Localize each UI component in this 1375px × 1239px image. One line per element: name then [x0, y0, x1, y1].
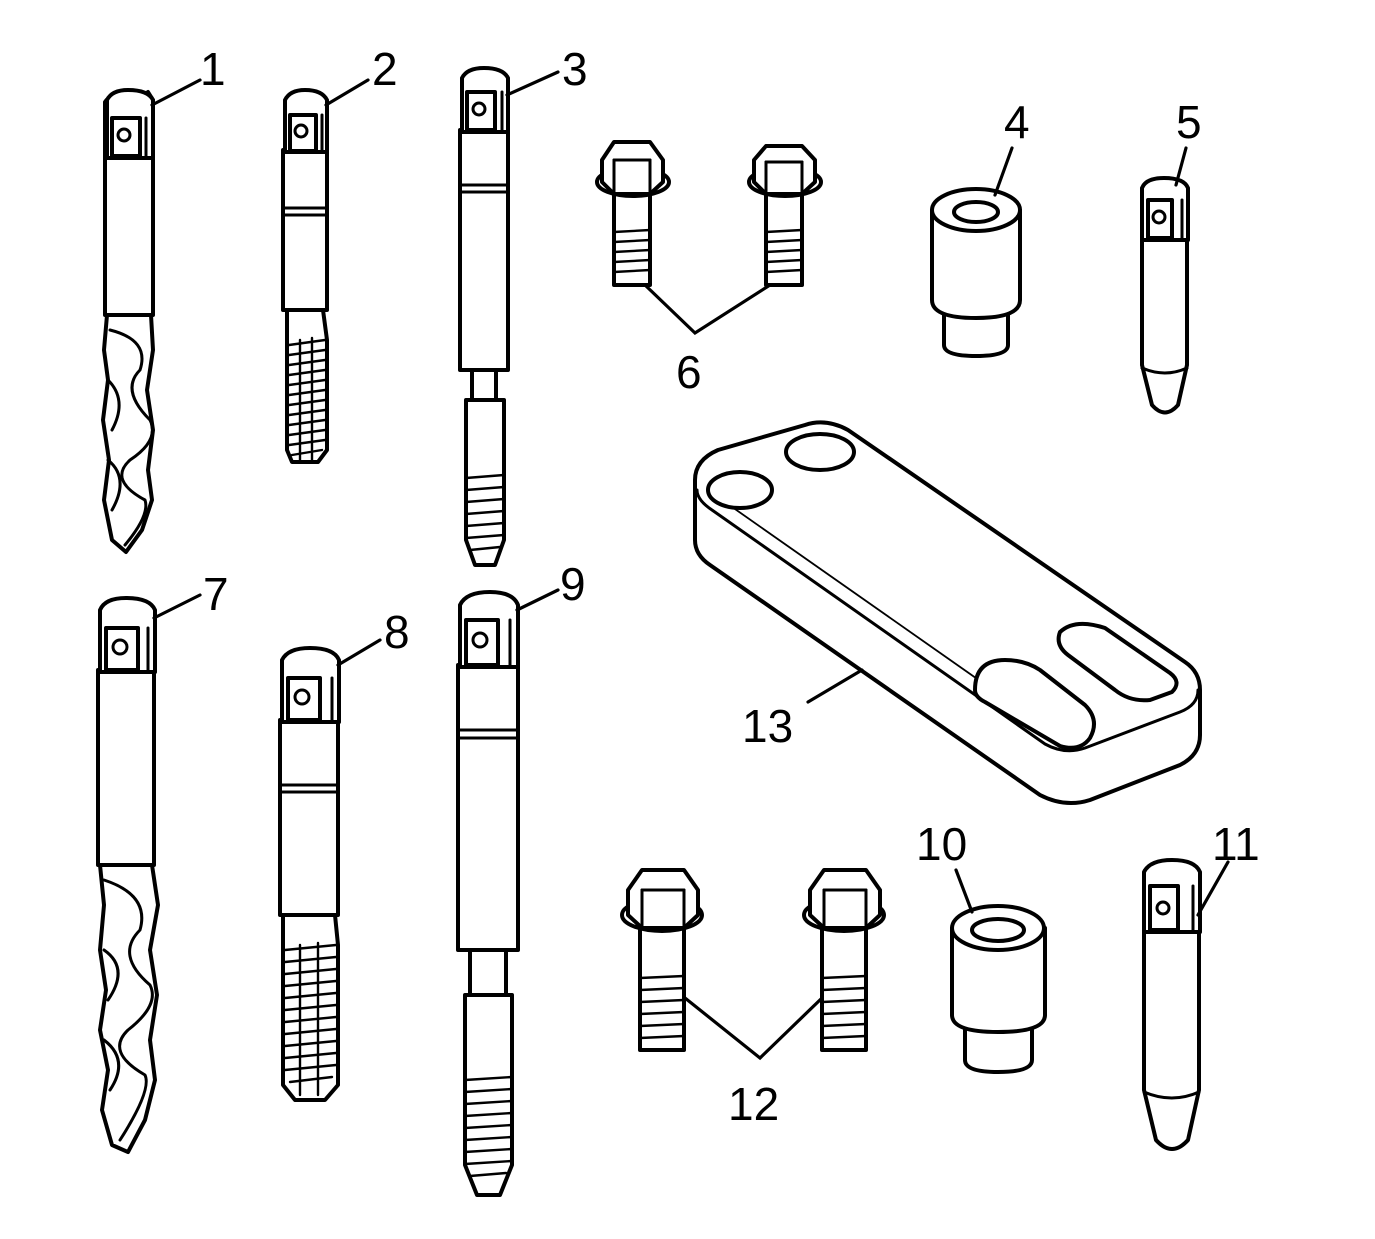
callout-10: 10 [916, 818, 967, 870]
tap-upper: 2 [281, 43, 398, 464]
callout-3: 3 [562, 43, 588, 95]
sleeve-lower: 10 [916, 818, 1047, 1074]
drill-bit-lower: 7 [96, 568, 229, 1154]
pin-lower: 11 [1142, 818, 1260, 1151]
guide-plate: 13 [693, 420, 1202, 806]
callout-4: 4 [1004, 96, 1030, 148]
drill-bit-upper: 1 [101, 43, 226, 554]
sleeve-upper: 4 [930, 96, 1030, 358]
callout-8: 8 [384, 606, 410, 658]
callout-5: 5 [1176, 96, 1202, 148]
callout-13: 13 [742, 700, 793, 752]
bolt-pair-upper: 6 [595, 140, 823, 398]
pin-upper: 5 [1140, 96, 1202, 415]
callout-6: 6 [676, 346, 702, 398]
callout-2: 2 [372, 43, 398, 95]
thread-chaser-upper: 3 [458, 43, 588, 567]
callout-9: 9 [560, 558, 586, 610]
callout-11: 11 [1212, 818, 1260, 870]
callout-7: 7 [203, 568, 229, 620]
bolt-pair-lower: 12 [620, 868, 886, 1130]
callout-12: 12 [728, 1078, 779, 1130]
thread-chaser-lower: 9 [456, 558, 586, 1197]
tap-lower: 8 [278, 606, 410, 1102]
callout-1: 1 [200, 43, 226, 95]
